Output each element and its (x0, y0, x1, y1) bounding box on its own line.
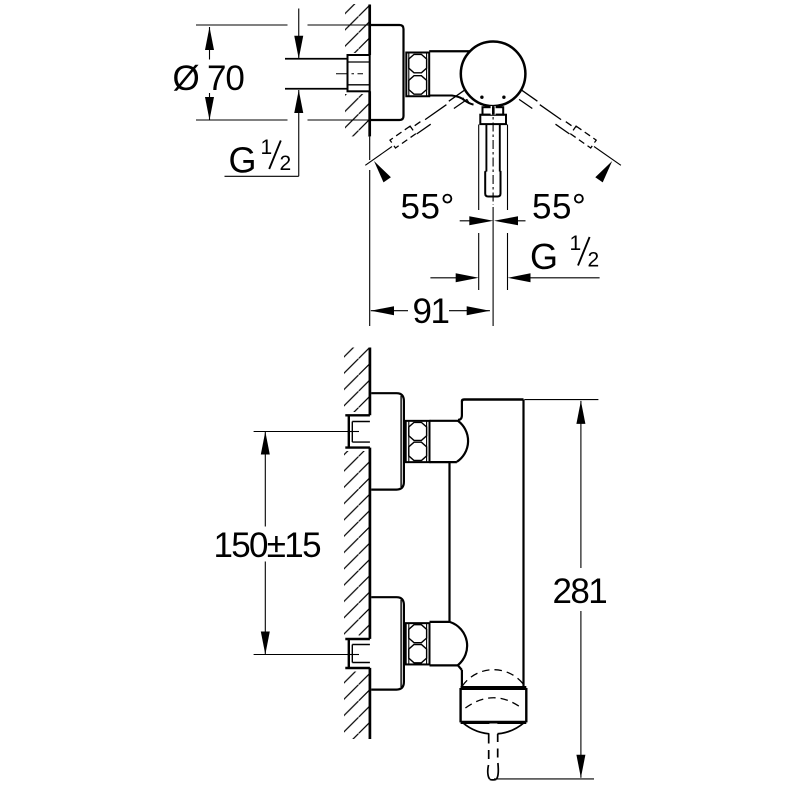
svg-text:55°: 55° (401, 188, 455, 227)
svg-text:55°: 55° (532, 188, 586, 227)
svg-text:2: 2 (588, 248, 600, 271)
svg-text:G: G (229, 140, 257, 181)
svg-text:281: 281 (553, 572, 607, 611)
svg-text:91: 91 (413, 292, 449, 331)
svg-text:2: 2 (280, 152, 292, 175)
svg-text:1: 1 (261, 136, 273, 159)
svg-text:G: G (530, 236, 558, 277)
svg-text:1: 1 (570, 232, 582, 255)
svg-text:Ø 70: Ø 70 (173, 59, 245, 98)
svg-text:150±15: 150±15 (214, 526, 321, 565)
